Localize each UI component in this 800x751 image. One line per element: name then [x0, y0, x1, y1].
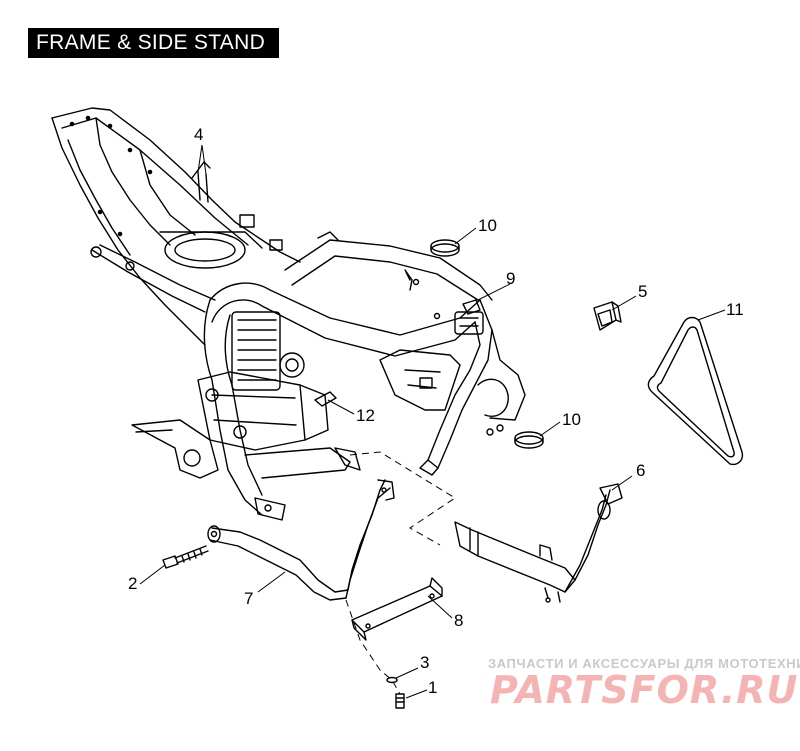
part-7-side-stand	[207, 479, 395, 601]
frame-right-rail	[379, 271, 526, 476]
callout-12: 12	[356, 406, 375, 425]
callout-10-bottom: 10	[562, 410, 581, 429]
assembly-lines	[345, 451, 456, 695]
callout-8: 8	[454, 611, 463, 630]
leader-lines	[139, 144, 726, 699]
part-9-bracket	[462, 299, 481, 315]
callout-9: 9	[506, 269, 515, 288]
part-10-bushing-top	[430, 239, 460, 257]
watermark-logo: PARTSFOR.RU	[490, 668, 799, 712]
part-2-bolt	[162, 545, 209, 569]
diagram-title: FRAME & SIDE STAND	[28, 28, 280, 58]
callout-11: 11	[726, 300, 744, 319]
part-11-triangle-strap	[647, 316, 744, 466]
callout-5: 5	[638, 282, 647, 301]
callout-1: 1	[428, 678, 437, 697]
part-5-clip	[593, 301, 622, 331]
callout-7: 7	[244, 589, 253, 608]
part-12-clip	[314, 391, 337, 407]
callout-3: 3	[420, 653, 429, 672]
part-1-screw	[395, 693, 405, 709]
watermark-tagline: ЗАПЧАСТИ И АКСЕССУАРЫ ДЛЯ МОТОТЕХНИКИ	[488, 656, 800, 671]
part-8-plate	[351, 577, 443, 641]
callout-10-top: 10	[478, 216, 497, 235]
part-10-bushing-bottom	[514, 431, 544, 449]
part-3-washer	[386, 676, 398, 684]
callouts: 1 2 3 4 5 6 7 8 9 10 10 11 12	[128, 125, 744, 697]
frame-front-section	[131, 299, 361, 521]
frame-backbone-tube	[209, 231, 493, 357]
callout-6: 6	[636, 461, 645, 480]
frame-rear-section	[51, 107, 301, 346]
callout-4: 4	[194, 125, 203, 144]
part-6-bracket	[454, 483, 623, 603]
part-4-pins	[197, 171, 209, 203]
callout-2: 2	[128, 574, 137, 593]
